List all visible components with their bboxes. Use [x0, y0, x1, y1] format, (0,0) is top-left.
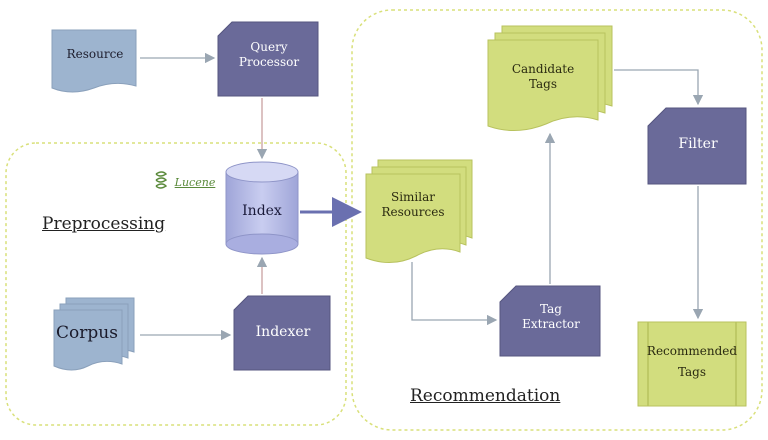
corpus-stack — [53, 297, 135, 371]
tag-extractor-line1: Tag — [540, 302, 562, 316]
indexer-shape — [233, 295, 331, 371]
similar-resources-label: Similar Resources — [366, 190, 460, 220]
recommended-tags-shape — [637, 321, 747, 407]
indexer-label: Indexer — [255, 324, 311, 340]
recommended-tags-label: Recommended Tags — [638, 344, 746, 380]
similar-resources-stack — [365, 159, 473, 263]
query-processor-line1: Query — [250, 40, 288, 54]
corpus-label: Corpus — [56, 323, 118, 343]
similar-resources-line1: Similar — [390, 190, 435, 204]
candidate-tags-label: Candidate Tags — [488, 62, 598, 92]
tag-extractor-label: Tag Extractor — [502, 302, 600, 332]
query-processor-shape — [217, 21, 319, 97]
preprocessing-section-title: Preprocessing — [42, 214, 166, 234]
index-label: Index — [242, 203, 282, 219]
arrow-similar-to-extractor — [411, 262, 498, 326]
resource-label: Resource — [66, 47, 124, 61]
lucene-logo-text: Lucene — [174, 176, 216, 189]
arrow-candidate-to-filter — [614, 69, 704, 106]
candidate-tags-line1: Candidate — [511, 62, 575, 76]
query-processor-label: Query Processor — [220, 40, 318, 70]
similar-resources-line2: Resources — [381, 205, 445, 219]
tag-extractor-shape — [499, 285, 601, 357]
recommended-tags-line1: Recommended — [646, 344, 738, 358]
resource-shape — [51, 29, 137, 93]
lucene-logo — [155, 171, 168, 189]
recommendation-section-title: Recommendation — [410, 386, 561, 406]
recommended-tags-line2: Tags — [677, 365, 707, 379]
preprocessing-region — [5, 142, 347, 426]
query-processor-line2: Processor — [238, 55, 300, 69]
tag-extractor-line2: Extractor — [522, 317, 580, 331]
filter-shape — [647, 107, 747, 185]
index-cylinder — [225, 161, 299, 255]
candidate-tags-line2: Tags — [528, 77, 558, 91]
candidate-tags-stack — [487, 25, 613, 131]
filter-label: Filter — [678, 136, 718, 152]
